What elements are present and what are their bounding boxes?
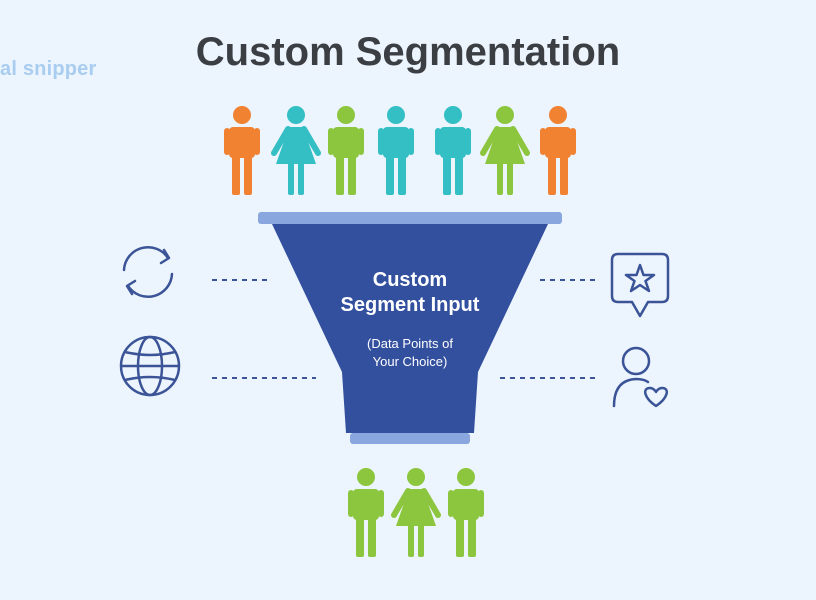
sync-icon — [122, 245, 174, 299]
funnel-sublabel-line1: (Data Points of — [367, 336, 453, 351]
person-top-male-5 — [435, 106, 471, 195]
person-top-male-3 — [328, 106, 364, 195]
person-bottom-male-3 — [448, 468, 484, 557]
funnel-label-line1: Custom — [373, 269, 447, 291]
funnel-body — [272, 224, 548, 433]
people-bottom-group — [348, 468, 484, 557]
globe-icon — [119, 335, 181, 397]
people-top-group — [224, 106, 576, 195]
watermark: al snipper — [0, 58, 97, 80]
person-top-male-4 — [378, 106, 414, 195]
funnel-top-rim — [258, 212, 562, 224]
person-top-female-6 — [480, 106, 530, 195]
funnel-sublabel-line2: Your Choice) — [373, 354, 448, 369]
funnel-bottom-rim — [350, 433, 470, 444]
star-chat-icon — [610, 252, 670, 318]
funnel-label-line2: Segment Input — [341, 294, 480, 316]
page-title: Custom Segmentation — [195, 30, 621, 74]
funnel: Custom Segment Input (Data Points of You… — [258, 212, 562, 444]
person-top-male-7 — [540, 106, 576, 195]
person-bottom-female-2 — [391, 468, 441, 557]
user-heart-icon — [612, 346, 669, 408]
person-top-female-2 — [271, 106, 321, 195]
connectors — [212, 279, 596, 379]
person-bottom-male-1 — [348, 468, 384, 557]
person-top-male-1 — [224, 106, 260, 195]
